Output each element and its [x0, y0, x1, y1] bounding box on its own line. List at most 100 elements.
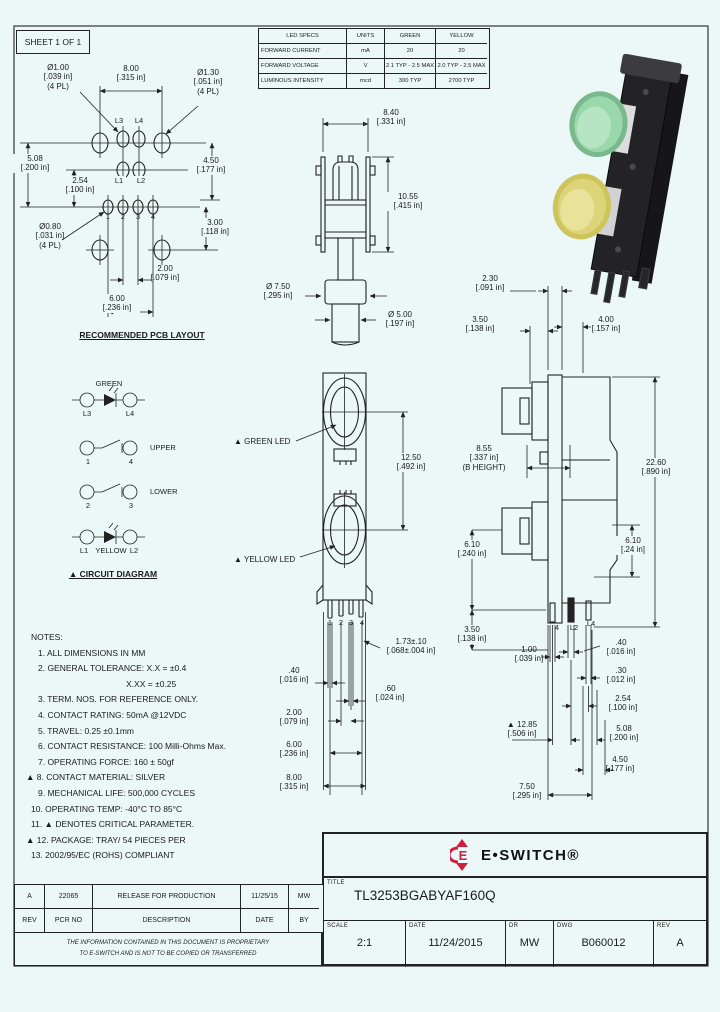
dim-8p55mm-bheight: 8.55 [.337 in] (B HEIGHT)	[462, 444, 506, 472]
led-table-cell: 2.0 TYP - 2.5 MAX	[436, 59, 487, 74]
circuit-l4: L4	[125, 409, 135, 418]
note-line: 9. MECHANICAL LIFE: 500,000 CYCLES	[38, 787, 196, 798]
svg-text:E: E	[459, 848, 468, 863]
dim-6p1mm-a: 6.10 [.240 in]	[450, 540, 494, 559]
rev-header-cell: DESCRIPTION	[93, 909, 241, 932]
product-render-3d	[552, 53, 689, 304]
rev-entry-cell: 22065	[45, 885, 93, 909]
sheet-frame	[13, 25, 709, 967]
green-led-callout: ▲ GREEN LED	[234, 437, 291, 446]
side-pin-l4: L4	[586, 619, 596, 628]
dim-1p73mm: 1.73±.10 [.068±.004 in]	[386, 637, 436, 656]
note-line: 4. CONTACT RATING: 50mA @12VDC	[38, 709, 187, 720]
dim-4p5mm: 4.50 [.177 in]	[188, 156, 234, 175]
date-label: DATE	[409, 923, 426, 929]
led-table-cell: mA	[347, 44, 385, 59]
note-line: 1. ALL DIMENSIONS IN MM	[38, 647, 146, 658]
dim-12p85mm: ▲ 12.85 [.506 in]	[506, 720, 538, 739]
rev-header-cell: DATE	[241, 909, 289, 932]
note-line: X.XX = ±0.25	[126, 678, 177, 689]
title-row: TITLE TL3253BGABYAF160Q	[324, 878, 706, 921]
dim-dia-5mm: Ø 5.00 [.197 in]	[385, 310, 415, 329]
circuit-green-label: GREEN	[95, 379, 123, 388]
pad-label-l4: L4	[134, 116, 144, 125]
dim-4mm: 4.00 [.157 in]	[591, 315, 621, 334]
sheet-number-label: SHEET 1 OF 1	[24, 37, 82, 47]
circuit-l3: L3	[82, 409, 92, 418]
drawn-by-label: DR	[509, 923, 519, 929]
rev-label: REV	[657, 923, 671, 929]
side-view-drawing	[469, 286, 660, 800]
dim-2p3mm: 2.30 [.091 in]	[475, 274, 505, 293]
circuit-diagram-drawing	[72, 385, 145, 545]
dwg-number: B060012	[581, 937, 626, 949]
led-table-cell: FORWARD CURRENT	[259, 44, 347, 59]
led-table-cell: 20	[385, 44, 436, 59]
rev-entry-cell: RELEASE FOR PRODUCTION	[93, 885, 241, 909]
dim-8p4mm: 8.40 [.331 in]	[376, 108, 406, 127]
led-specs-table: LED SPECS UNITS GREEN YELLOW FORWARD CUR…	[258, 28, 490, 89]
front-pin-2: 2	[338, 618, 344, 627]
note-line: 11. ▲ DENOTES CRITICAL PARAMETER.	[31, 819, 195, 830]
dim-3p5mm-b: 3.50 [.138 in]	[450, 625, 494, 644]
title-block: E E•SWITCH® TITLE TL3253BGABYAF160Q SCAL…	[322, 832, 708, 967]
notes-title: NOTES:	[31, 632, 63, 642]
circuit-pin4: 4	[128, 457, 134, 466]
pcb-layout-caption: RECOMMENDED PCB LAYOUT	[79, 330, 205, 340]
eswitch-logo-icon: E	[450, 839, 469, 871]
front-view-drawing	[295, 372, 408, 795]
note-line: 2. GENERAL TOLERANCE: X.X = ±0.4	[38, 663, 187, 674]
led-table-header: GREEN	[385, 29, 436, 44]
note-line: 10. OPERATING TEMP: -40°C TO 85°C	[31, 803, 183, 814]
circuit-diagram-caption: ▲ CIRCUIT DIAGRAM	[68, 569, 158, 579]
scale-cell: SCALE 2:1	[324, 921, 406, 967]
revision-table: A 22065 RELEASE FOR PRODUCTION 11/25/15 …	[14, 884, 324, 933]
title-label: TITLE	[327, 880, 345, 886]
proprietary-notice: THE INFORMATION CONTAINED IN THIS DOCUME…	[14, 932, 322, 966]
circuit-pin2: 2	[85, 501, 91, 510]
dwg-cell: DWG B060012	[554, 921, 654, 967]
render-pins	[590, 267, 651, 304]
dim-7p5mm-side: 7.50 [.295 in]	[512, 782, 542, 801]
side-pin-4: 4	[554, 623, 560, 632]
pad-label-l1: L1	[112, 176, 126, 185]
dim-12p5mm: 12.50 [.492 in]	[386, 453, 436, 472]
rev-header-cell: REV	[15, 909, 45, 932]
dim-0p6mm: .60 [.024 in]	[375, 684, 405, 703]
circuit-yellow-label: YELLOW	[95, 546, 127, 555]
note-line: ▲ 8. CONTACT MATERIAL: SILVER	[26, 772, 166, 783]
dim-2mm: 2.00 [.079 in]	[150, 264, 180, 283]
pad-label-4: 4	[150, 212, 156, 221]
part-number: TL3253BGABYAF160Q	[354, 888, 496, 903]
date-cell: DATE 11/24/2015	[406, 921, 506, 967]
rev-entry-cell: 11/25/15	[241, 885, 289, 909]
rev-header-cell: BY	[299, 917, 309, 924]
notes-list: NOTES: 1. ALL DIMENSIONS IN MM 2. GENERA…	[26, 630, 276, 864]
dim-hole-0p8mm: Ø0.80 [.031 in] (4 PL)	[35, 222, 65, 250]
yellow-led-callout: ▲ YELLOW LED	[234, 555, 296, 564]
led-table-cell: FORWARD VOLTAGE	[259, 59, 347, 74]
dim-22p6mm: 22.60 [.890 in]	[634, 458, 678, 477]
dwg-label: DWG	[557, 923, 573, 929]
led-table-cell: 2.1 TYP - 2.5 MAX	[385, 59, 436, 74]
dim-6mm-front: 6.00 [.236 in]	[279, 740, 309, 759]
drawn-by-cell: DR MW	[506, 921, 554, 967]
pad-label-1: 1	[105, 212, 111, 221]
led-table-cell: 20	[436, 44, 487, 59]
dim-0p4mm-front: .40 [.016 in]	[279, 666, 309, 685]
dim-5p08mm-side: 5.08 [.200 in]	[609, 724, 639, 743]
dim-6p1mm-b: 6.10 [.24 in]	[612, 536, 654, 555]
rev-cell: REV A	[654, 921, 706, 967]
pad-label-2: 2	[120, 212, 126, 221]
front-pin-4: 4	[359, 618, 365, 627]
circuit-pin1: 1	[85, 457, 91, 466]
dim-3p5mm-a: 3.50 [.138 in]	[465, 315, 495, 334]
side-pin-l2: L2	[569, 623, 579, 632]
scale-value: 2:1	[356, 937, 373, 949]
top-profile-drawing	[305, 118, 394, 346]
dim-6mm: 6.00 [.236 in]	[94, 294, 140, 313]
note-line: 7. OPERATING FORCE: 160 ± 50gf	[38, 756, 174, 767]
led-table-cell: LUMINOUS INTENSITY	[259, 74, 347, 88]
scale-label: SCALE	[327, 923, 349, 929]
